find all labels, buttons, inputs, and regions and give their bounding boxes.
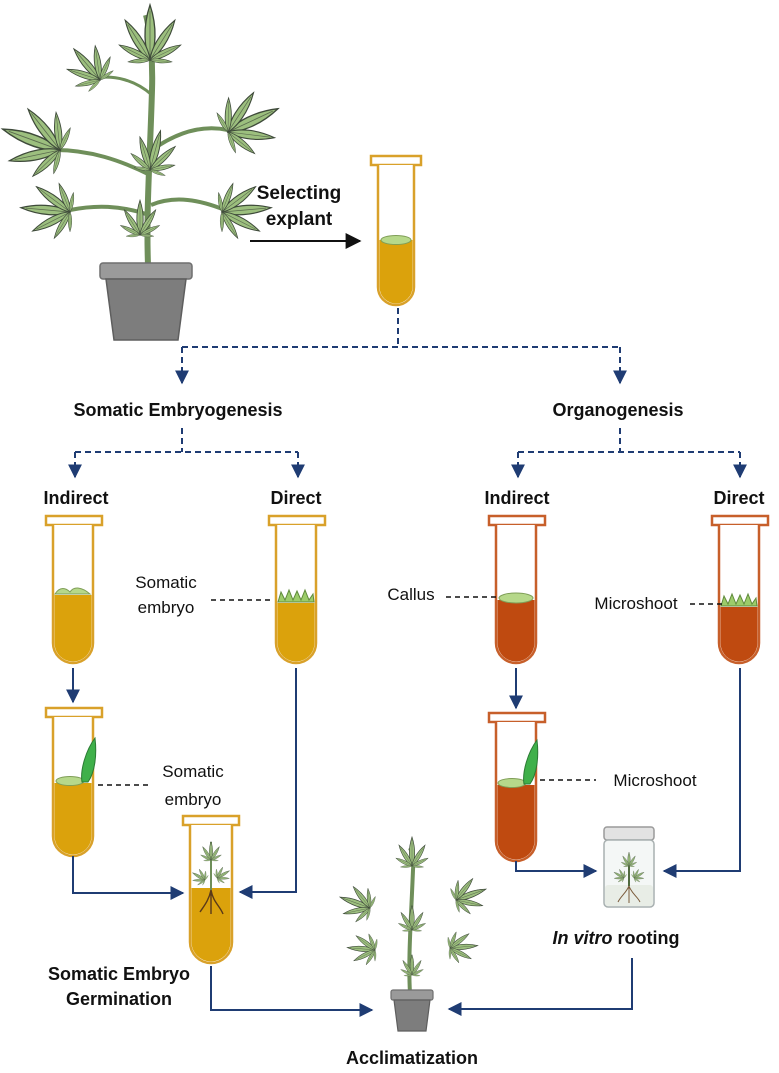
- germination-label-line1: Somatic Embryo: [48, 964, 190, 984]
- se-split-connector: [68, 428, 305, 479]
- in-vitro-rooting-label: In vitro rooting: [553, 928, 680, 948]
- callus-label: Callus: [387, 585, 434, 604]
- org-split-connector: [511, 428, 747, 479]
- org-indirect-label: Indirect: [484, 488, 549, 508]
- in-vitro-italic-text: In vitro: [553, 928, 613, 948]
- germination-to-acclimatization-arrow: [210, 966, 374, 1017]
- se-indirect-lower-tube: [44, 706, 104, 858]
- explant-tube: [369, 154, 423, 307]
- selecting-label-line1: Selecting: [257, 183, 341, 204]
- somatic-embryo-label-a-line2: embryo: [138, 598, 195, 617]
- org-direct-label: Direct: [713, 488, 764, 508]
- germination-tube: [181, 814, 241, 965]
- se-indirect-tube: [44, 514, 104, 665]
- rooting-text: rooting: [613, 928, 680, 948]
- organogenesis-heading: Organogenesis: [552, 400, 683, 420]
- se-direct-to-germination-arrow: [238, 668, 297, 899]
- org-indirect-to-rooting-arrow: [515, 861, 598, 878]
- somatic-embryo-label-b-line1: Somatic: [162, 762, 224, 781]
- se-indirect-label: Indirect: [43, 488, 108, 508]
- se-direct-label: Direct: [270, 488, 321, 508]
- org-indirect-tube: [487, 514, 547, 665]
- microshoot-label-b: Microshoot: [613, 771, 696, 790]
- main-split-connector: [175, 308, 627, 385]
- selecting-label-line2: explant: [266, 209, 333, 230]
- acclimatization-plant: [334, 837, 493, 1032]
- somatic-embryo-label-a-line1: Somatic: [135, 573, 197, 592]
- somatic-embryo-label-b-line2: embryo: [165, 790, 222, 809]
- se-indirect-to-germination-arrow: [72, 856, 185, 900]
- org-indirect-lower-tube: [487, 711, 547, 863]
- acclimatization-label: Acclimatization: [346, 1048, 478, 1068]
- rooting-jar: [603, 826, 655, 908]
- germination-label-line2: Germination: [66, 989, 172, 1009]
- microshoot-label-a: Microshoot: [594, 594, 677, 613]
- somatic-embryogenesis-heading: Somatic Embryogenesis: [73, 400, 282, 420]
- se-direct-tube: [267, 514, 327, 665]
- mother-plant-illustration: [0, 5, 291, 341]
- org-direct-tube: [710, 514, 770, 665]
- rooting-to-acclimatization-arrow: [447, 958, 633, 1016]
- org-direct-to-rooting-arrow: [662, 668, 741, 878]
